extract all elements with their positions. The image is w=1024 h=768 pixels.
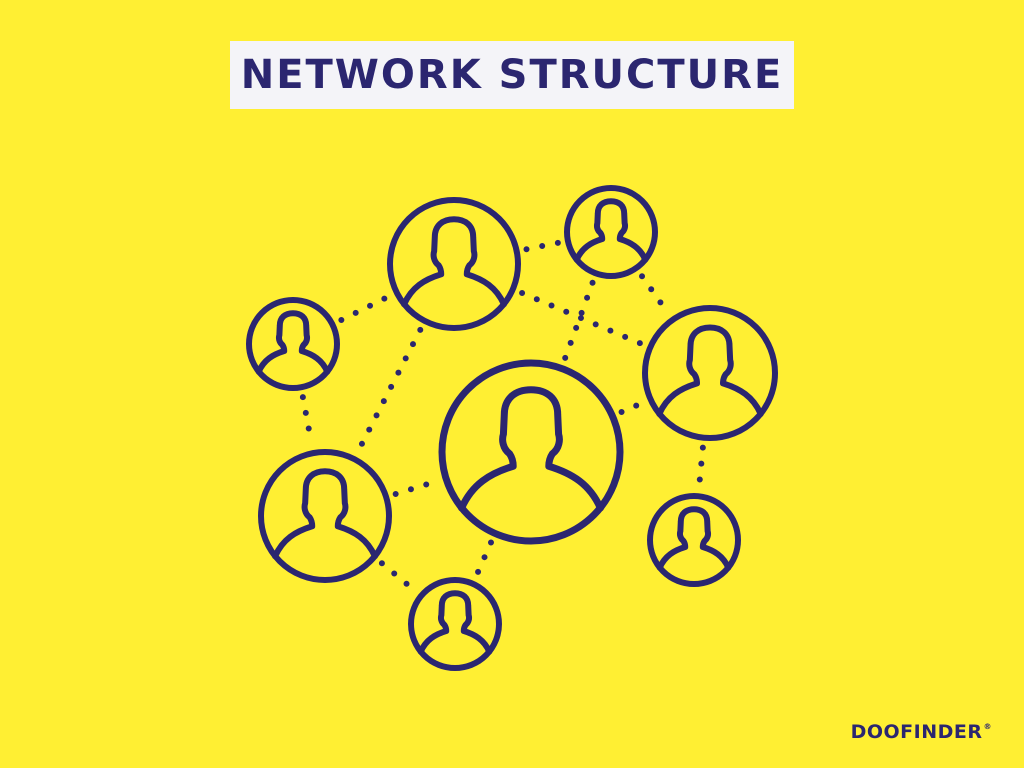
avatar-ring xyxy=(647,493,741,587)
registered-mark: ® xyxy=(983,722,992,731)
person-node-right-small xyxy=(647,493,741,587)
person-icon xyxy=(573,198,649,263)
brand-logo: DOOFINDER ® xyxy=(851,721,992,743)
person-icon xyxy=(401,216,507,308)
person-node-center-main xyxy=(438,359,624,545)
person-node-left-large xyxy=(258,449,392,583)
connector-right-large-to-right-small xyxy=(696,444,706,490)
connector-top-center-to-right-large xyxy=(519,289,644,347)
connector-left-small-to-top-center xyxy=(338,293,391,323)
page-title: NETWORK STRUCTURE xyxy=(240,52,784,98)
links-layer xyxy=(299,239,706,593)
avatar-ring xyxy=(387,197,521,331)
title-banner: NETWORK STRUCTURE xyxy=(230,41,794,109)
brand-name: DOOFINDER xyxy=(850,721,983,743)
connector-left-large-to-bottom-small xyxy=(378,560,417,593)
avatar-ring xyxy=(408,577,502,671)
connector-top-center-to-top-right xyxy=(523,239,562,253)
avatar-ring xyxy=(246,297,340,391)
person-node-right-large xyxy=(642,305,778,441)
person-icon xyxy=(656,506,732,571)
person-node-top-center xyxy=(387,197,521,331)
person-icon xyxy=(272,468,378,560)
person-node-top-right xyxy=(564,185,658,279)
connector-left-small-to-left-large xyxy=(299,394,315,447)
person-node-bottom-small xyxy=(408,577,502,671)
connector-center-main-to-bottom-small xyxy=(473,539,494,578)
person-icon xyxy=(417,590,493,655)
connector-center-main-to-right-large xyxy=(618,400,645,416)
avatar-ring xyxy=(642,305,778,441)
avatar-ring xyxy=(258,449,392,583)
connector-top-center-to-left-large xyxy=(355,326,424,454)
nodes-layer xyxy=(246,185,778,671)
connector-top-right-to-center-main xyxy=(561,279,596,362)
person-icon xyxy=(656,324,764,417)
person-node-left-small xyxy=(246,297,340,391)
connector-left-large-to-center-main xyxy=(392,478,440,498)
avatar-ring xyxy=(438,359,624,545)
person-icon xyxy=(255,310,331,375)
person-icon xyxy=(458,386,604,512)
avatar-ring xyxy=(564,185,658,279)
connector-top-right-to-right-large xyxy=(639,273,670,315)
